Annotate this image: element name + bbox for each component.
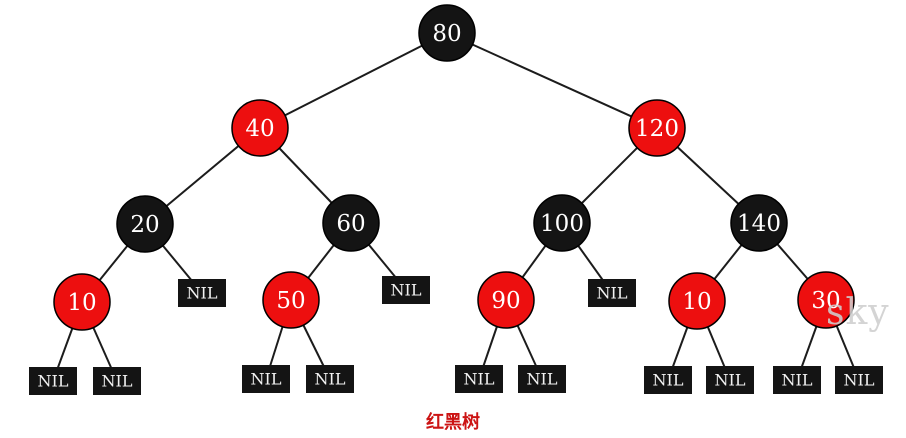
nil-leaf-label: NIL (715, 371, 746, 390)
nil-leaf-box (382, 276, 430, 304)
tree-node-label: 60 (336, 211, 365, 237)
nil-leaf-label: NIL (251, 370, 282, 389)
tree-node-label: 40 (245, 116, 274, 142)
tree-edge (259, 32, 448, 129)
nil-leaf-label: NIL (597, 284, 628, 303)
nil-leaf-box (178, 279, 226, 307)
tree-node-label: 140 (737, 211, 781, 237)
nil-leaf-label: NIL (38, 372, 69, 391)
tree-node-label: 80 (432, 21, 461, 47)
nil-leaf-box (455, 365, 503, 393)
tree-node-black (730, 194, 788, 252)
tree-node-black (322, 194, 380, 252)
tree-node-label: 10 (67, 290, 96, 316)
nil-leaf-label: NIL (844, 371, 875, 390)
nil-leaf-label: NIL (187, 284, 218, 303)
tree-node-label: 30 (811, 288, 840, 314)
nil-leaf-label: NIL (102, 372, 133, 391)
tree-node-label: 120 (635, 116, 679, 142)
tree-node-label: 50 (276, 288, 305, 314)
nil-leaf-box (93, 367, 141, 395)
tree-node-red (53, 273, 111, 331)
nil-leaf-box (518, 365, 566, 393)
nil-leaf-box (306, 365, 354, 393)
tree-node-red (231, 99, 289, 157)
nil-leaf-label: NIL (464, 370, 495, 389)
tree-node-label: 100 (540, 211, 584, 237)
nil-leaf-box (835, 366, 883, 394)
tree-node-black (418, 4, 476, 62)
nil-leaf-label: NIL (527, 370, 558, 389)
nil-leaf-label: NIL (653, 371, 684, 390)
tree-node-red (262, 271, 320, 329)
tree-node-label: 20 (130, 212, 159, 238)
nil-leaf-box (29, 367, 77, 395)
nil-leaf-box (773, 366, 821, 394)
nil-leaf-label: NIL (782, 371, 813, 390)
nil-leaf-box (588, 279, 636, 307)
tree-node-black (533, 194, 591, 252)
tree-node-label: 90 (491, 288, 520, 314)
diagram-caption: 红黑树 (426, 412, 480, 433)
tree-node-red (797, 271, 855, 329)
tree-node-red (628, 99, 686, 157)
nil-leaf-label: NIL (315, 370, 346, 389)
tree-edge (446, 32, 658, 129)
tree-node-red (477, 271, 535, 329)
nil-leaf-label: NIL (391, 281, 422, 300)
nil-leaf-box (644, 366, 692, 394)
nil-leaf-box (706, 366, 754, 394)
tree-node-black (116, 195, 174, 253)
tree-node-label: 10 (682, 289, 711, 315)
nil-leaf-box (242, 365, 290, 393)
tree-node-red (668, 272, 726, 330)
